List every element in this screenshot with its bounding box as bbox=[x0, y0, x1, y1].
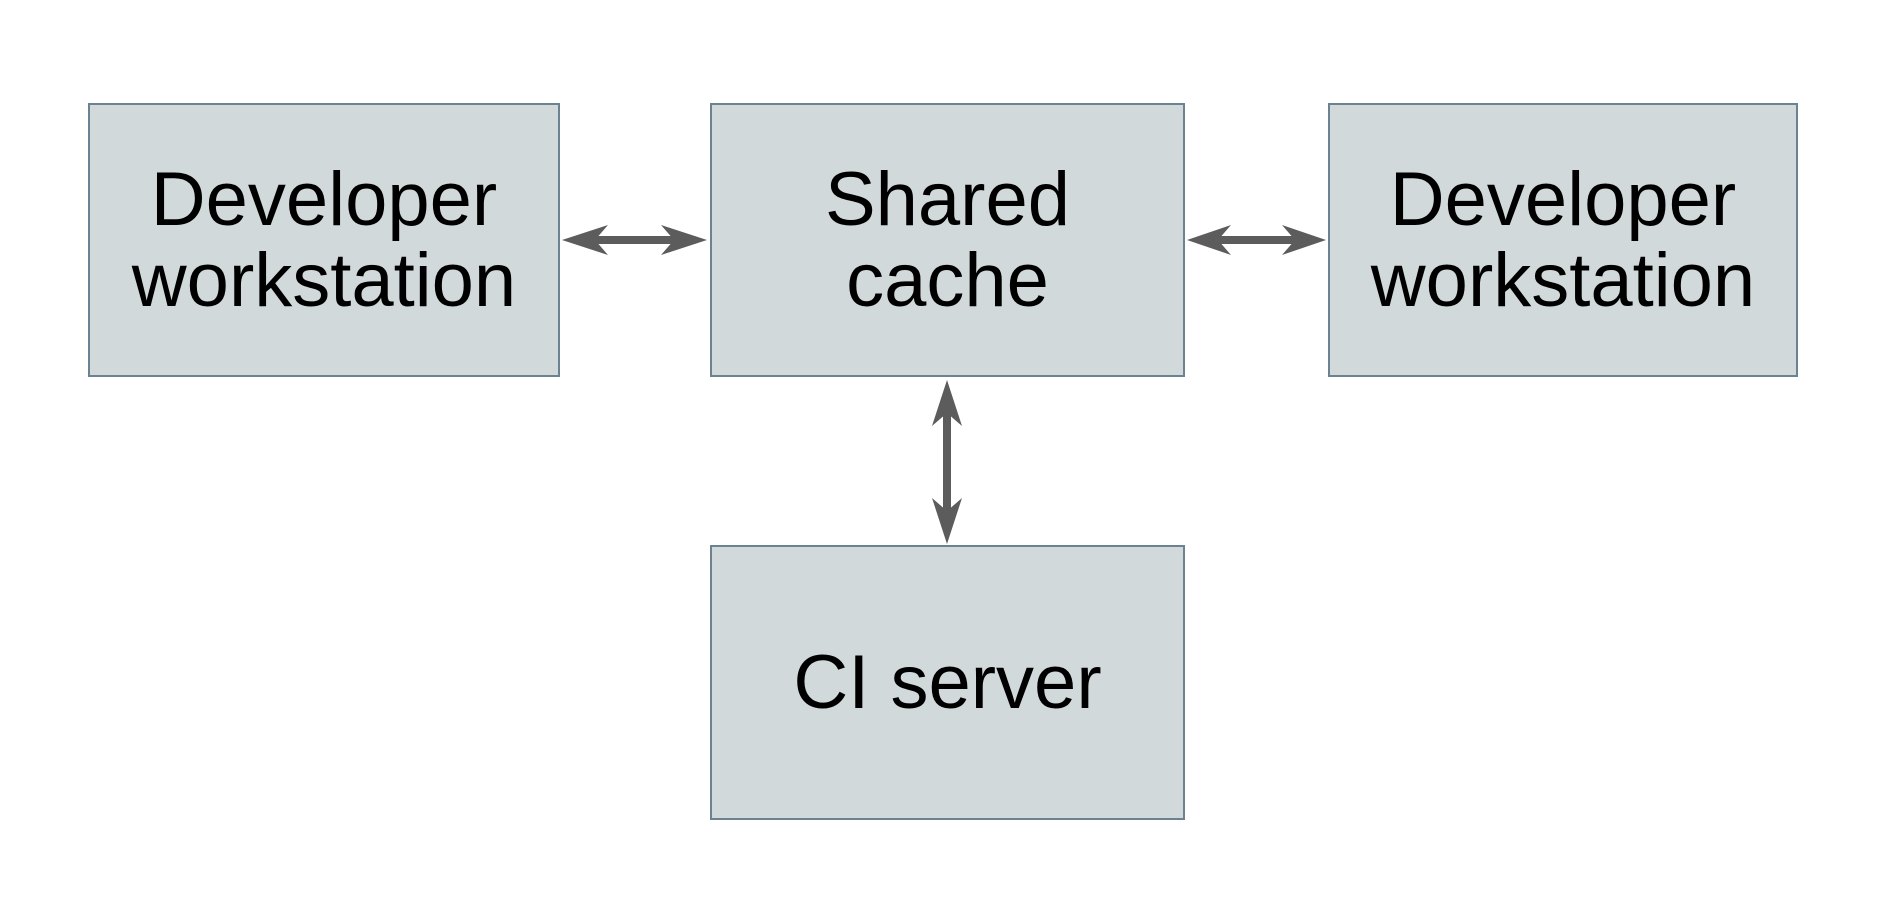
node-ci-server: CI server bbox=[710, 545, 1185, 820]
node-label: Shared cache bbox=[824, 156, 1071, 323]
edge-shared-cache-to-ci-server bbox=[929, 380, 965, 544]
bidirectional-arrow-icon bbox=[562, 225, 707, 255]
node-label: Developer workstation bbox=[131, 156, 517, 323]
node-label: Developer workstation bbox=[1370, 156, 1756, 323]
edge-shared-cache-to-workstation-right bbox=[1187, 222, 1326, 258]
node-developer-workstation-left: Developer workstation bbox=[88, 103, 560, 377]
node-label: CI server bbox=[793, 639, 1102, 725]
bidirectional-arrow-icon bbox=[932, 380, 962, 544]
node-developer-workstation-right: Developer workstation bbox=[1328, 103, 1798, 377]
node-shared-cache: Shared cache bbox=[710, 103, 1185, 377]
edge-workstation-left-to-shared-cache bbox=[562, 222, 707, 258]
bidirectional-arrow-icon bbox=[1187, 225, 1326, 255]
